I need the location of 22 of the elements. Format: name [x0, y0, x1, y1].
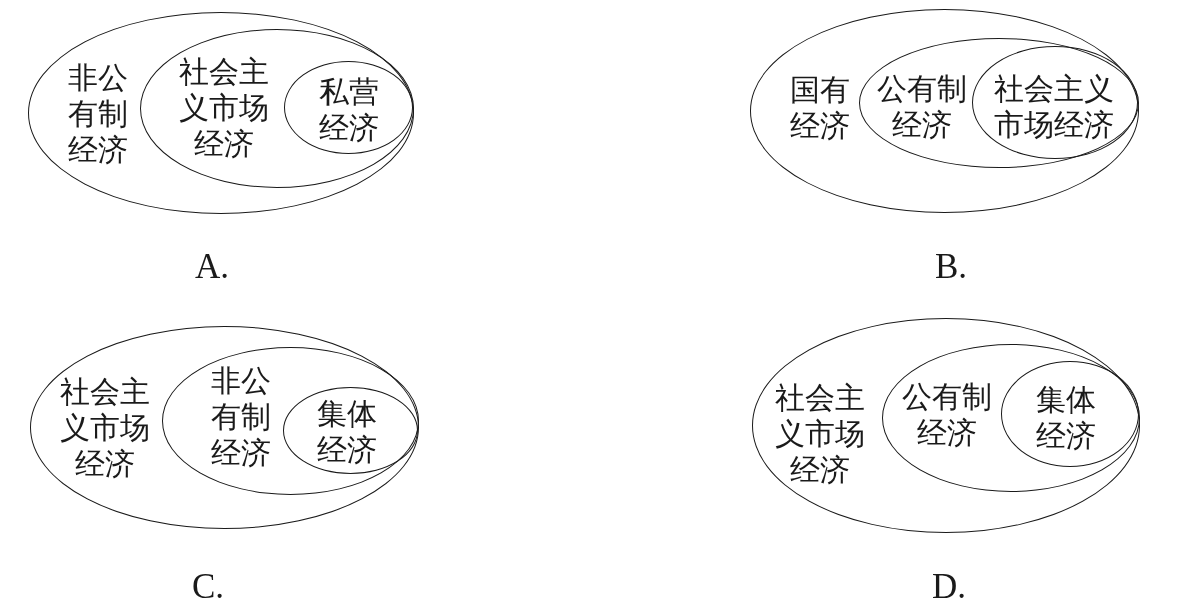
concept-ellipse [972, 46, 1138, 159]
concept-label: 非公有制经济 [211, 363, 271, 471]
concept-label: 国有经济 [789, 71, 850, 144]
option-letter: D. [932, 569, 966, 604]
concept-label: 公有制经济 [877, 71, 967, 143]
concept-label: 非公有制经济 [67, 59, 128, 168]
concept-label: 集体经济 [1035, 381, 1096, 454]
concept-ellipse [139, 28, 414, 188]
option-letter: A. [195, 249, 229, 284]
option-letter: B. [934, 249, 968, 284]
concept-label: 社会主义市场经济 [993, 70, 1114, 143]
concept-ellipse [750, 9, 1139, 213]
concept-ellipse [284, 61, 413, 154]
concept-label: 公有制经济 [902, 379, 992, 451]
concept-ellipse [30, 326, 419, 529]
concept-label: 社会主义市场经济 [59, 373, 150, 482]
concept-label: 社会主义市场经济 [774, 379, 865, 488]
concept-ellipse [283, 387, 418, 474]
concept-label: 集体经济 [316, 395, 377, 468]
option-letter: C. [191, 569, 225, 604]
concept-label: 社会主义市场经济 [179, 54, 269, 162]
concept-label: 私营经济 [318, 73, 379, 146]
